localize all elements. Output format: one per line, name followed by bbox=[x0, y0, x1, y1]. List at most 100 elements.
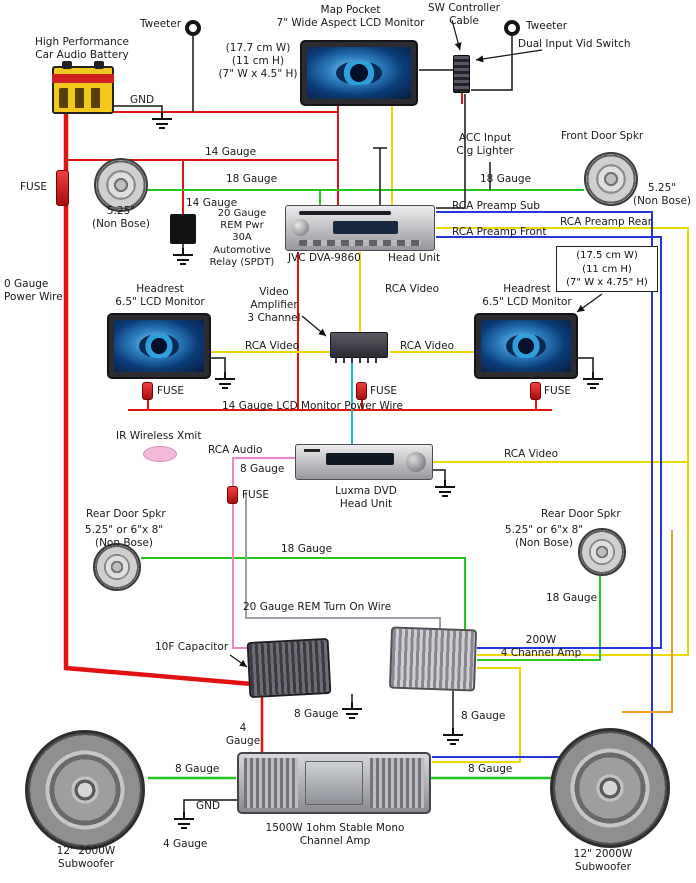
ground-symbol-battery bbox=[152, 112, 172, 129]
headrest-monitor-left-image bbox=[107, 313, 211, 379]
label-acc-input: ACC Input Cig Lighter bbox=[456, 132, 514, 157]
label-sub-right: 12" 2000W Subwoofer bbox=[573, 848, 633, 873]
annotation-arrow-videoamp bbox=[301, 315, 327, 337]
rear-door-speaker-right bbox=[578, 528, 626, 576]
label-relay: 20 Gauge REM Pwr 30A Automotive Relay (S… bbox=[209, 208, 275, 268]
label-rear-door-left: Rear Door Spkr bbox=[86, 508, 166, 520]
ground-symbol-dvd bbox=[435, 480, 455, 497]
label-rem-turn-on: 20 Gauge REM Turn On Wire bbox=[243, 601, 392, 613]
battery-terminal-pos bbox=[62, 61, 72, 69]
label-4ch-amp: 200W 4 Channel Amp bbox=[500, 634, 582, 659]
ground-symbol-capacitor bbox=[342, 702, 362, 719]
label-gnd-battery: GND bbox=[130, 94, 155, 106]
wire-rear-speaker-right bbox=[477, 576, 601, 661]
label-battery: High Performance Car Audio Battery bbox=[34, 36, 129, 61]
label-rca-preamp-front: RCA Preamp Front bbox=[452, 226, 547, 238]
capacitor-amp-image bbox=[246, 637, 332, 699]
ground-symbol-4ch bbox=[443, 728, 463, 745]
label-fuse-mon-right: FUSE bbox=[544, 385, 572, 397]
label-rear-door-right: Rear Door Spkr bbox=[541, 508, 621, 520]
label-rca-video-top: RCA Video bbox=[385, 283, 440, 295]
front-door-speaker-right bbox=[584, 152, 638, 206]
headrest-monitor-right-image bbox=[474, 313, 578, 379]
subwoofer-right bbox=[550, 728, 670, 848]
lcd-fuse-center-image bbox=[356, 382, 367, 400]
ground-symbol-relay bbox=[173, 248, 193, 265]
wire-orange-run bbox=[622, 530, 673, 713]
label-rca-audio: RCA Audio bbox=[208, 444, 263, 456]
label-ir-xmit: IR Wireless Xmit bbox=[116, 430, 202, 442]
label-8gauge-4ch: 8 Gauge bbox=[461, 710, 506, 722]
label-18gauge-right: 18 Gauge bbox=[480, 173, 532, 185]
monitor-screen bbox=[114, 320, 204, 372]
label-video-amp: Video Amplifier 3 Channel bbox=[247, 286, 301, 324]
label-headrest-right: Headrest 6.5" LCD Monitor bbox=[482, 283, 572, 308]
label-rear-left-size: 5.25" or 6"x 8" (Non Bose) bbox=[84, 524, 164, 549]
dvd-display bbox=[325, 453, 394, 465]
dvd-fuse-image bbox=[227, 486, 238, 504]
label-4gauge-mono: 4 Gauge bbox=[225, 722, 261, 747]
label-4gauge-gnd: 4 Gauge bbox=[163, 838, 208, 850]
label-sub-left: 12" 2000W Subwoofer bbox=[56, 845, 116, 870]
wire-dvd-gnd bbox=[433, 469, 446, 480]
wire-rca-front bbox=[436, 236, 662, 649]
video-amplifier-image bbox=[330, 332, 388, 363]
label-front-door-spkr: Front Door Spkr bbox=[561, 130, 644, 142]
four-channel-amp-image bbox=[388, 626, 478, 692]
automotive-relay-image bbox=[170, 214, 196, 244]
mono-amp-image bbox=[237, 752, 431, 814]
jvc-head-unit-image bbox=[285, 205, 435, 251]
label-18gauge-left: 18 Gauge bbox=[226, 173, 278, 185]
label-fuse-dvd: FUSE bbox=[242, 489, 270, 501]
wire-monR-gnd bbox=[578, 357, 594, 372]
label-18gauge-mid: 18 Gauge bbox=[281, 543, 333, 555]
annotation-arrow-capacitor bbox=[229, 654, 248, 668]
label-14gauge-b: 14 Gauge bbox=[186, 197, 238, 209]
label-spkr-right-size: 5.25" (Non Bose) bbox=[632, 182, 692, 207]
video-amp-pins bbox=[335, 357, 383, 363]
label-rca-video-dvd: RCA Video bbox=[504, 448, 559, 460]
label-lcd-power-wire: 14 Gauge LCD Monitor Power Wire bbox=[222, 400, 403, 412]
tweeter-left-icon bbox=[185, 20, 201, 36]
annotation-arrow-swcable bbox=[451, 19, 462, 51]
label-gnd-mono: GND bbox=[196, 800, 221, 812]
subwoofer-left bbox=[25, 730, 145, 850]
label-fuse-main: FUSE bbox=[20, 181, 48, 193]
label-8gauge-dvd: 8 Gauge bbox=[240, 463, 285, 475]
wire-battery-gnd bbox=[114, 105, 163, 112]
eye-graphic bbox=[336, 60, 382, 86]
amp-center-panel bbox=[305, 761, 363, 805]
label-rca-preamp-rear: RCA Preamp Rear bbox=[560, 216, 653, 228]
volume-knob bbox=[292, 219, 309, 236]
label-tweeter-right: Tweeter bbox=[526, 20, 568, 32]
tweeter-right-icon bbox=[504, 20, 520, 36]
label-head-unit: Head Unit bbox=[388, 252, 441, 264]
ground-symbol-monitor-right bbox=[583, 372, 603, 389]
label-8gauge-sub-left: 8 Gauge bbox=[175, 763, 220, 775]
label-mono-amp: 1500W 1ohm Stable Mono Channel Amp bbox=[265, 822, 405, 847]
label-sw-controller: SW Controller Cable bbox=[427, 2, 501, 27]
ground-symbol-mono bbox=[174, 812, 194, 829]
amp-fins-right bbox=[370, 758, 424, 808]
car-battery-image bbox=[52, 61, 114, 114]
rear-monitor-dims-box: (17.5 cm W) (11 cm H) (7" W x 4.75" H) bbox=[556, 246, 658, 292]
amp-fins-left bbox=[244, 758, 298, 808]
front-door-speaker-left bbox=[94, 158, 148, 212]
luxma-dvd-image bbox=[295, 444, 433, 480]
wire-rca-audio bbox=[232, 457, 296, 649]
wire-amp-mono-signal bbox=[432, 667, 521, 763]
label-8gauge-cap: 8 Gauge bbox=[294, 708, 339, 720]
lcd-fuse-left-image bbox=[142, 382, 153, 400]
head-unit-display bbox=[333, 221, 399, 234]
label-rear-right-size: 5.25" or 6"x 8" (Non Bose) bbox=[504, 524, 584, 549]
label-spkr-left-size: 5.25" (Non Bose) bbox=[91, 205, 151, 230]
eye-graphic bbox=[506, 333, 546, 359]
wire-rem-turn-on bbox=[245, 492, 441, 630]
label-18gauge-rear-right: 18 Gauge bbox=[546, 592, 598, 604]
wire-mono-gnd bbox=[183, 799, 237, 812]
top-lcd-monitor-image bbox=[300, 40, 418, 106]
wire-rca-sub bbox=[432, 211, 653, 758]
label-dual-input: Dual Input Vid Switch bbox=[518, 38, 631, 50]
